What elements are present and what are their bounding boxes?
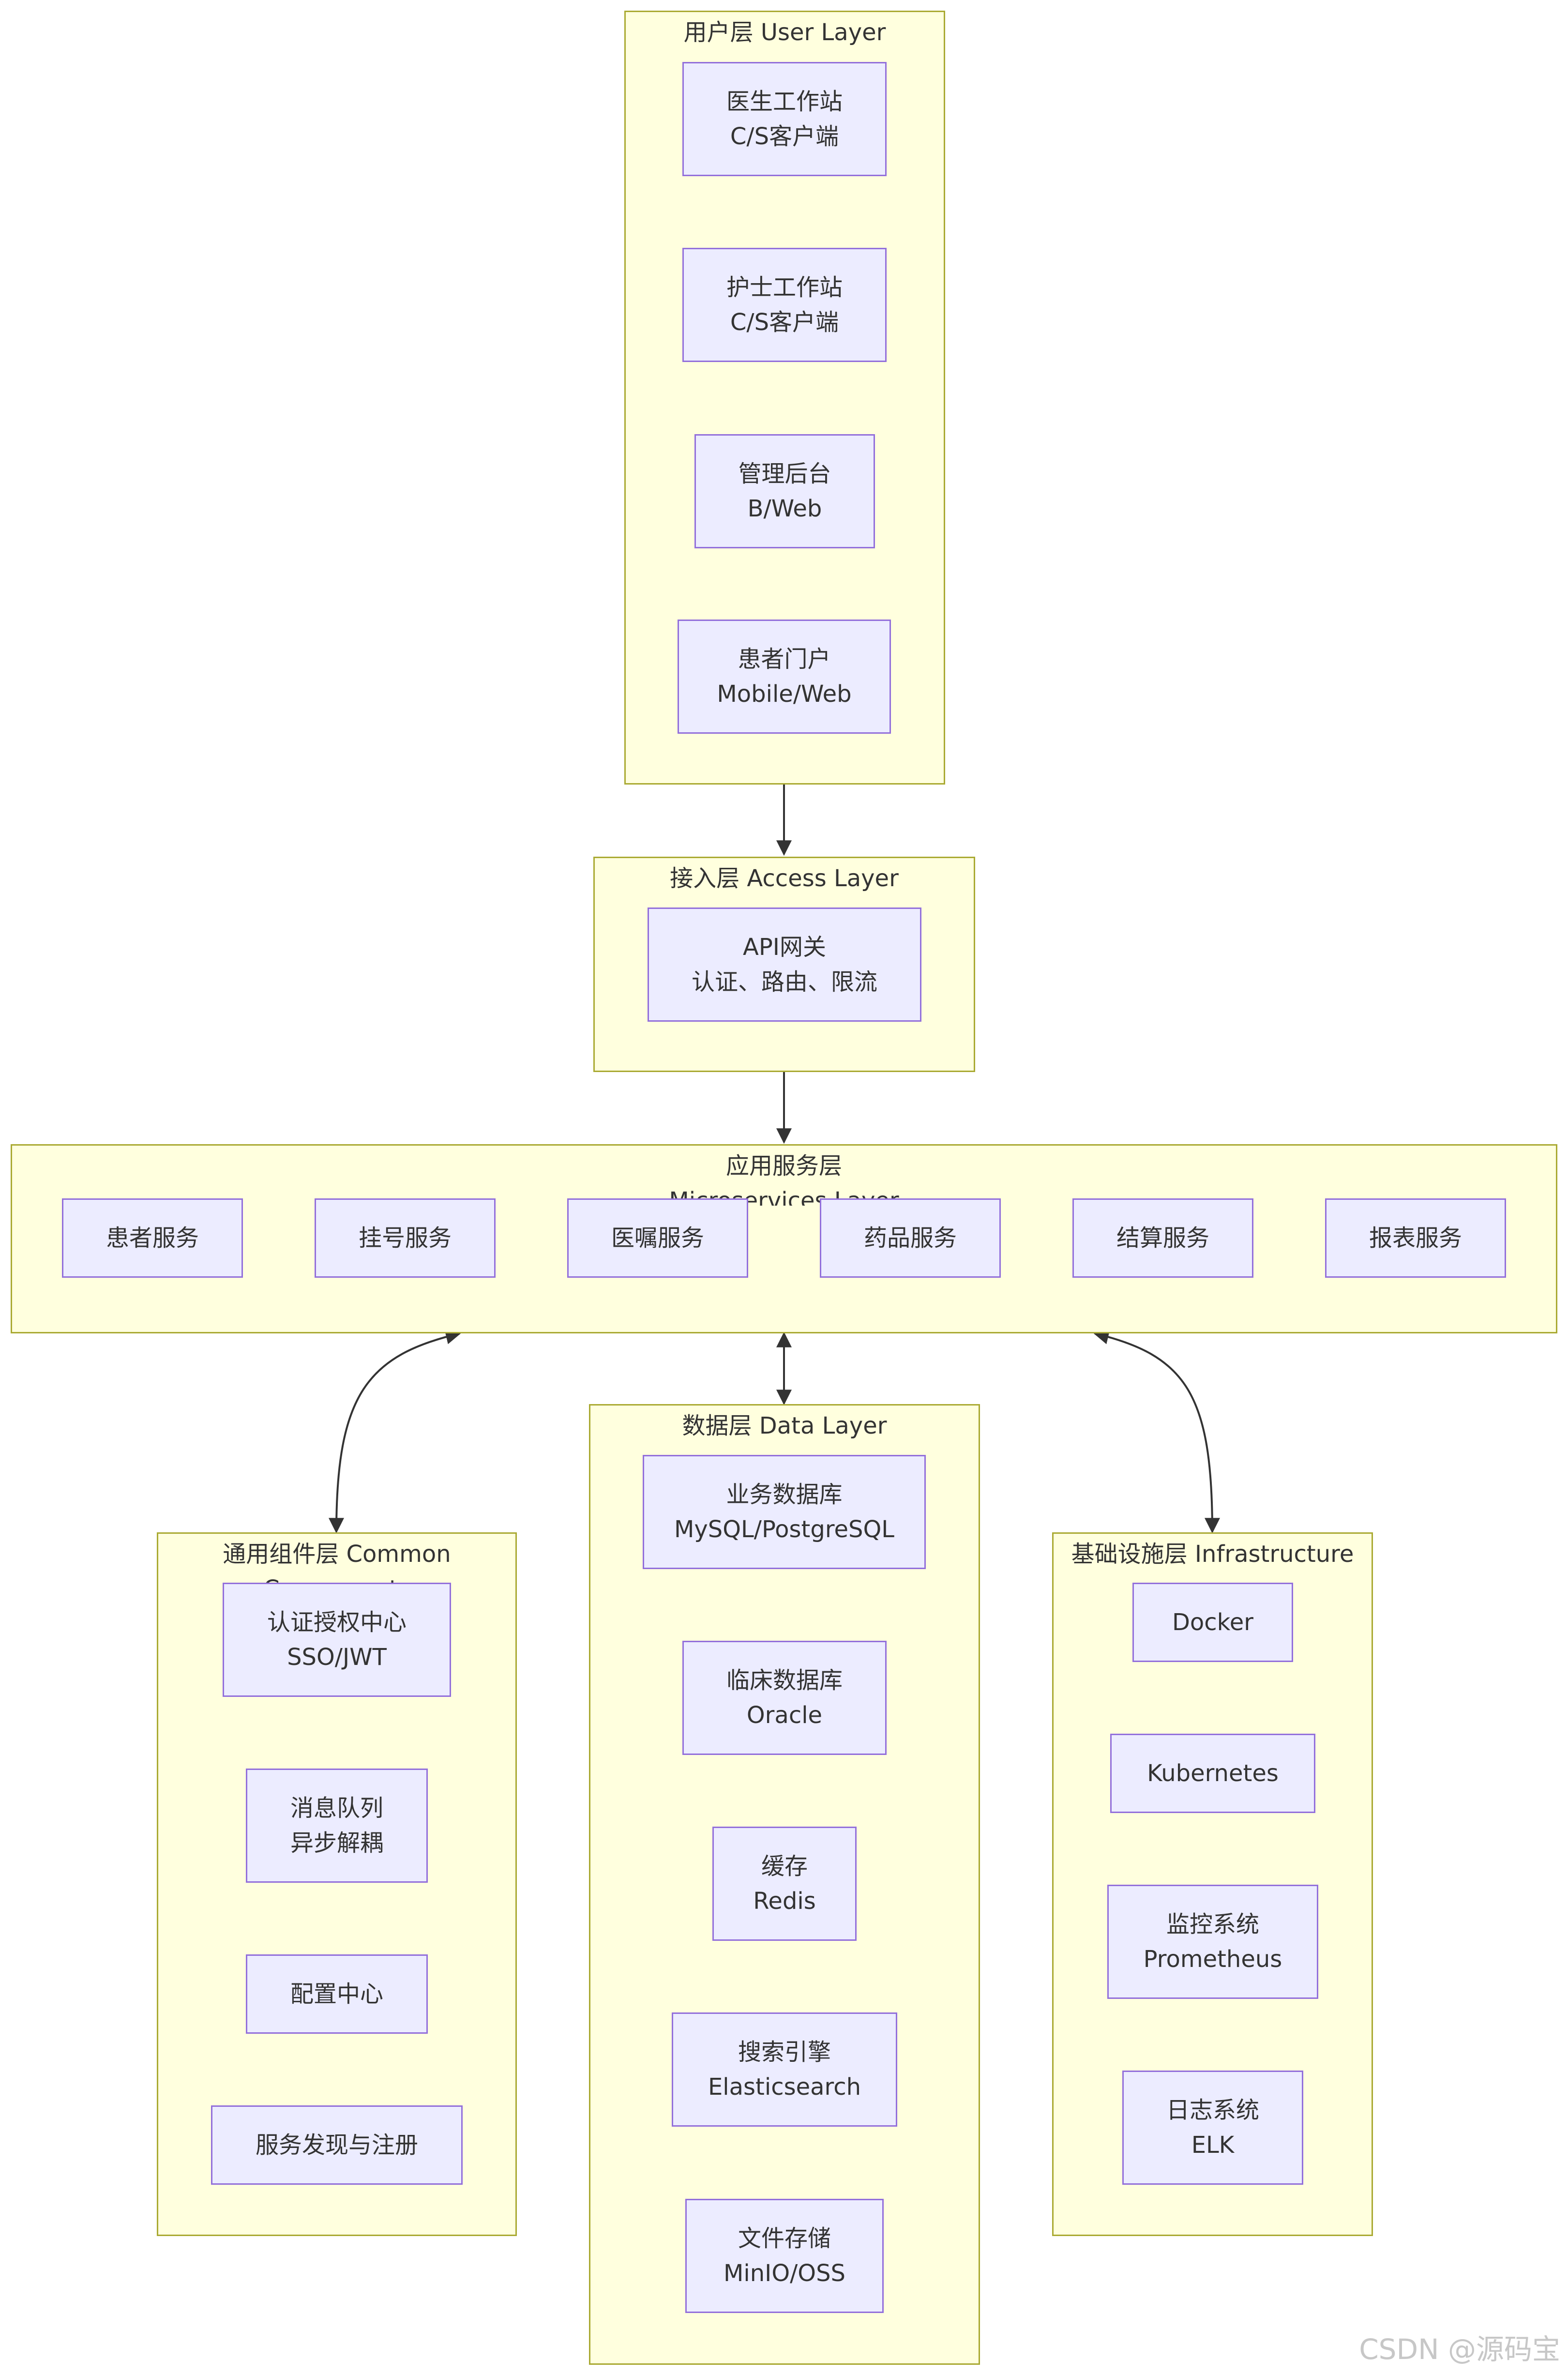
docker-node: Docker [1132,1583,1293,1662]
business-db-node: 业务数据库 MySQL/PostgreSQL [643,1455,926,1569]
auth-center-node: 认证授权中心 SSO/JWT [223,1583,451,1697]
doctor-workstation-node: 医生工作站 C/S客户端 [682,62,887,176]
billing-service-node: 结算服务 [1072,1198,1253,1278]
watermark: CSDN @源码宝 [1359,2333,1560,2366]
kubernetes-node: Kubernetes [1110,1734,1315,1813]
patient-portal-node: 患者门户 Mobile/Web [678,620,891,734]
file-storage-node: 文件存储 MinIO/OSS [685,2199,884,2313]
edge-micro-common [329,1329,462,1534]
report-service-node: 报表服务 [1325,1198,1506,1278]
nurse-workstation-node: 护士工作站 C/S客户端 [682,248,887,362]
api-gateway-node: API网关 认证、路由、限流 [648,907,921,1022]
microservices-layer-title: 应用服务层 Microservices Layer [669,1152,899,1206]
user-layer-title: 用户层 User Layer [683,19,886,46]
drug-service-node: 药品服务 [820,1198,1001,1278]
logging-node: 日志系统 ELK [1122,2071,1303,2185]
common-components-title: 通用组件层 Common Components [223,1541,451,1589]
message-queue-node: 消息队列 异步解耦 [246,1769,428,1883]
edge-micro-infra [1093,1329,1220,1534]
admin-console-node: 管理后台 B/Web [694,434,875,548]
infrastructure-title: 基础设施层 Infrastructure [1071,1541,1354,1568]
data-layer-title: 数据层 Data Layer [682,1412,887,1439]
service-discovery-node: 服务发现与注册 [211,2105,463,2185]
config-center-node: 配置中心 [246,1954,428,2034]
order-service-node: 医嘱服务 [567,1198,748,1278]
cache-node: 缓存 Redis [712,1827,857,1941]
microservices-layer-cluster: 应用服务层 Microservices Layer [11,1144,1557,1333]
patient-service-node: 患者服务 [62,1198,243,1278]
monitoring-node: 监控系统 Prometheus [1107,1885,1318,1999]
access-layer-title: 接入层 Access Layer [670,865,899,892]
clinical-db-node: 临床数据库 Oracle [682,1641,887,1755]
search-engine-node: 搜索引擎 Elasticsearch [672,2012,897,2127]
registration-service-node: 挂号服务 [315,1198,496,1278]
